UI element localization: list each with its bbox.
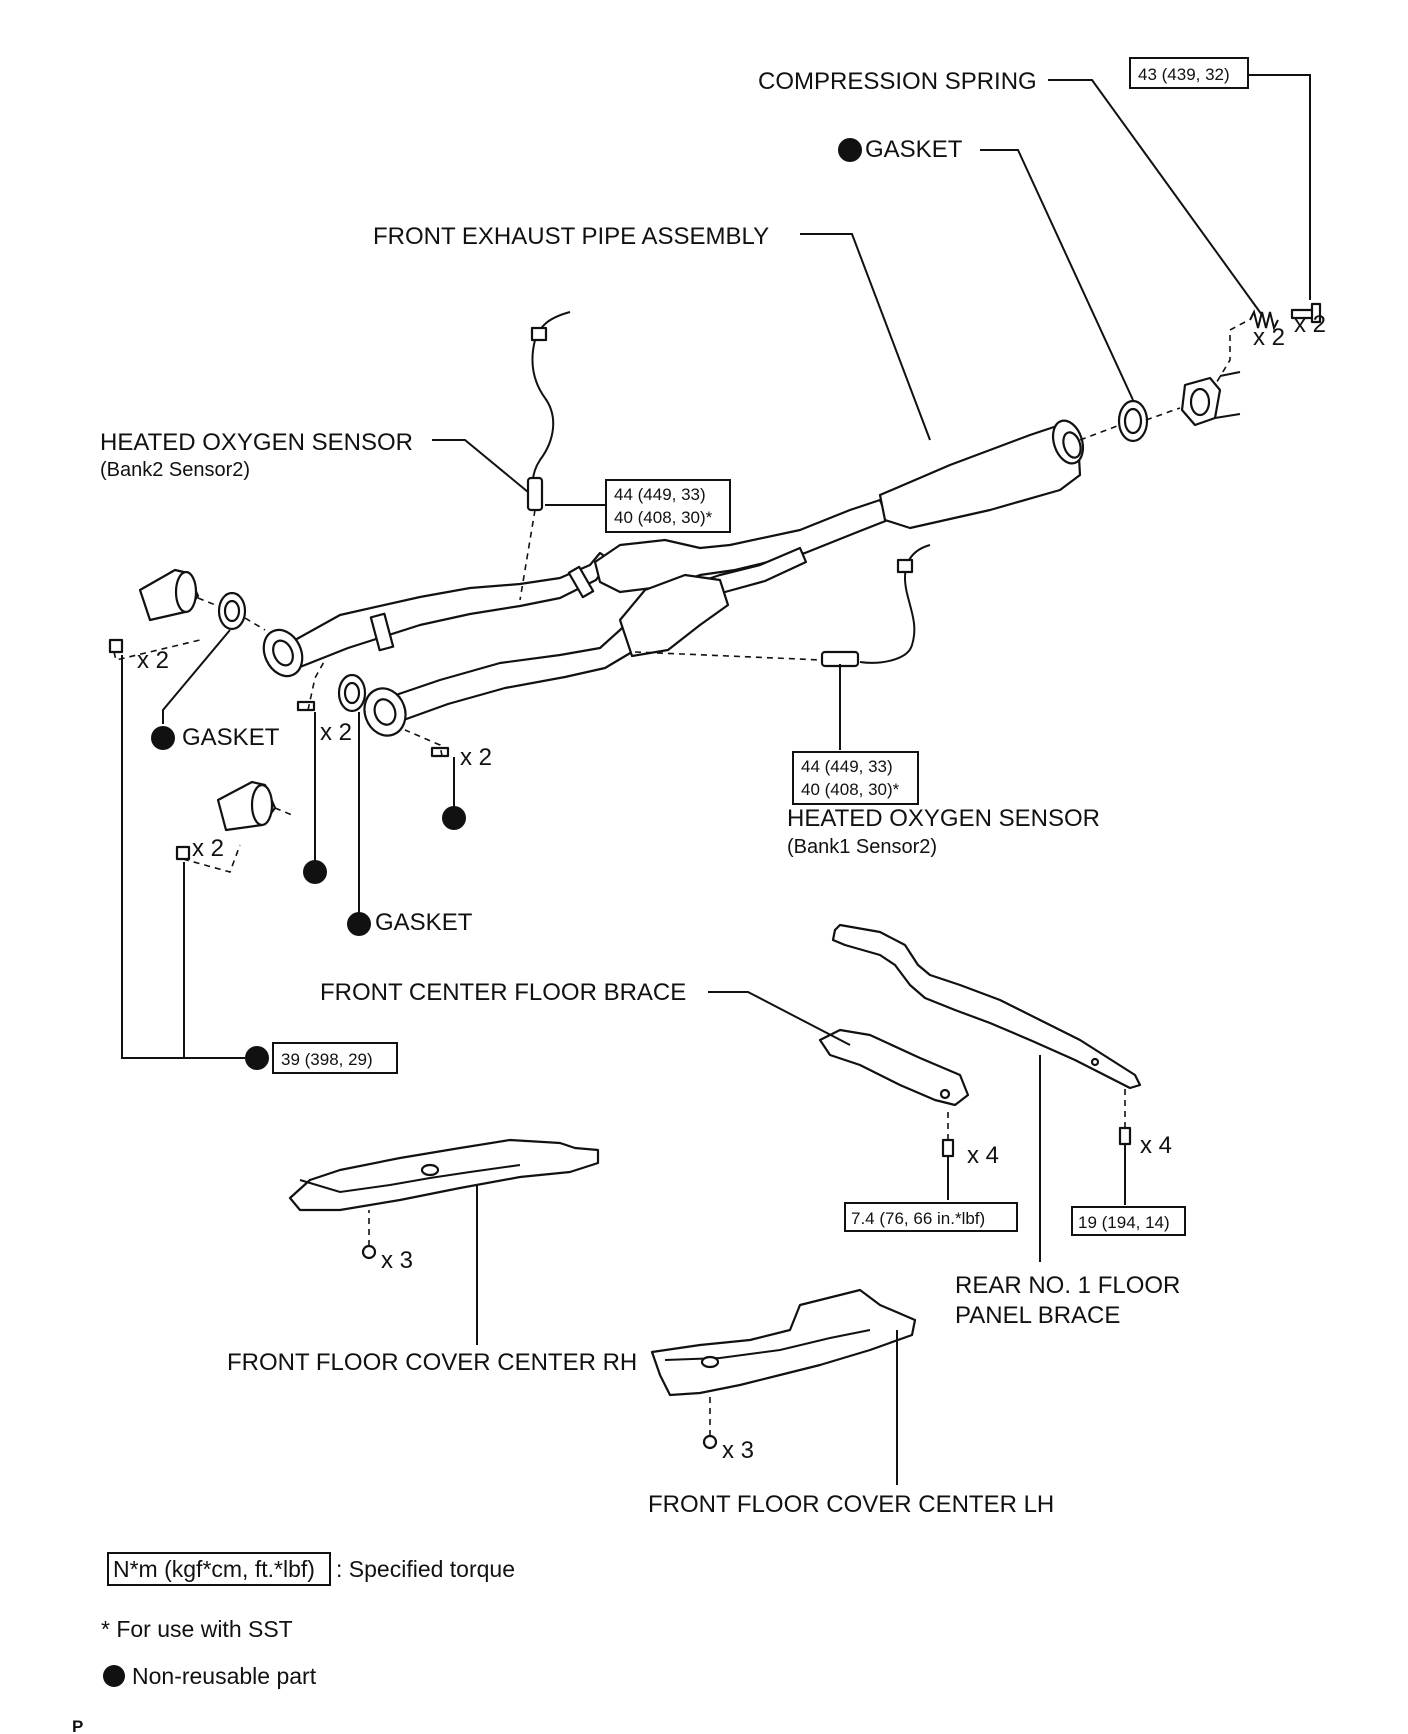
legend-sst-note: * For use with SST bbox=[101, 1616, 293, 1642]
svg-text:7.4 (76, 66 in.*lbf): 7.4 (76, 66 in.*lbf) bbox=[851, 1209, 985, 1228]
legend-torque-units: N*m (kgf*cm, ft.*lbf) bbox=[113, 1556, 315, 1582]
qty-bolt-left: x 2 bbox=[320, 719, 352, 746]
label-heated-oxygen-sensor-bank1: HEATED OXYGEN SENSOR bbox=[787, 805, 1100, 832]
front-center-floor-brace-part bbox=[818, 1028, 970, 1107]
qty-rh-nut: x 3 bbox=[381, 1247, 413, 1274]
svg-text:43 (439, 32): 43 (439, 32) bbox=[1138, 65, 1230, 84]
legend-non-reusable-dot bbox=[103, 1665, 125, 1687]
torque-box-bank1: 44 (449, 33) 40 (408, 30)* bbox=[792, 751, 919, 805]
leader-lines bbox=[121, 74, 1311, 1485]
front-exhaust-pipe-assembly bbox=[262, 419, 1085, 737]
torque-box-nuts: 39 (398, 29) bbox=[272, 1042, 398, 1074]
label-gasket-left: GASKET bbox=[182, 724, 280, 751]
label-compression-spring: COMPRESSION SPRING bbox=[758, 68, 1037, 95]
torque-box-center-brace: 7.4 (76, 66 in.*lbf) bbox=[844, 1202, 1018, 1232]
front-floor-cover-center-rh-part bbox=[288, 1138, 600, 1212]
qty-nut-lower: x 2 bbox=[192, 835, 224, 862]
qty-spring: x 2 bbox=[1253, 324, 1285, 351]
gasket-bottom-part bbox=[337, 673, 367, 713]
qty-nut-upper: x 2 bbox=[137, 647, 169, 674]
assembly-lines bbox=[113, 321, 1246, 1436]
legend-specified-torque: : Specified torque bbox=[336, 1556, 515, 1582]
label-heated-oxygen-sensor-bank2: HEATED OXYGEN SENSOR bbox=[100, 429, 413, 456]
torque-box-rear-brace: 19 (194, 14) bbox=[1071, 1206, 1186, 1236]
torque-box-spring-bolt: 43 (439, 32) bbox=[1129, 57, 1249, 89]
label-rear-no1-floor-line1: REAR NO. 1 FLOOR bbox=[955, 1272, 1180, 1299]
label-gasket-bottom: GASKET bbox=[375, 909, 473, 936]
legend-non-reusable-part: Non-reusable part bbox=[132, 1663, 317, 1689]
qty-lh-nut: x 3 bbox=[722, 1437, 754, 1464]
qty-bolt-mid: x 2 bbox=[460, 744, 492, 771]
svg-text:40 (408, 30)*: 40 (408, 30)* bbox=[801, 780, 900, 799]
svg-text:19 (194, 14): 19 (194, 14) bbox=[1078, 1213, 1170, 1232]
svg-text:39 (398, 29): 39 (398, 29) bbox=[281, 1050, 373, 1069]
svg-text:44 (449, 33): 44 (449, 33) bbox=[801, 757, 893, 776]
label-front-center-floor-brace: FRONT CENTER FLOOR BRACE bbox=[320, 979, 686, 1006]
front-floor-cover-center-lh-part bbox=[650, 1288, 917, 1397]
heated-oxygen-sensor-bank2-part bbox=[526, 311, 571, 512]
corner-mark: P bbox=[72, 1717, 83, 1734]
label-bank2-sensor2: (Bank2 Sensor2) bbox=[100, 459, 250, 481]
left-pipe-stubs bbox=[138, 568, 277, 832]
label-front-floor-cover-center-lh: FRONT FLOOR COVER CENTER LH bbox=[648, 1491, 1054, 1518]
label-gasket-top: GASKET bbox=[865, 136, 963, 163]
qty-rear-brace-bolt: x 4 bbox=[1140, 1132, 1172, 1159]
gasket-left-part bbox=[217, 591, 247, 631]
qty-spring-bolt: x 2 bbox=[1294, 311, 1326, 338]
rear-gasket-part bbox=[1117, 399, 1149, 443]
rear-no1-floor-panel-brace-part bbox=[831, 923, 1142, 1090]
svg-text:44 (449, 33): 44 (449, 33) bbox=[614, 485, 706, 504]
tail-pipe-flange bbox=[1180, 371, 1241, 427]
label-bank1-sensor2: (Bank1 Sensor2) bbox=[787, 836, 937, 858]
label-front-exhaust-pipe-assembly: FRONT EXHAUST PIPE ASSEMBLY bbox=[373, 223, 769, 250]
non-reusable-markers bbox=[151, 138, 862, 1070]
label-front-floor-cover-center-rh: FRONT FLOOR COVER CENTER RH bbox=[227, 1349, 637, 1376]
qty-center-brace-bolt: x 4 bbox=[967, 1142, 999, 1169]
svg-text:40 (408, 30)*: 40 (408, 30)* bbox=[614, 508, 713, 527]
heated-oxygen-sensor-bank1-part bbox=[820, 544, 931, 668]
legend: N*m (kgf*cm, ft.*lbf) : Specified torque… bbox=[101, 1552, 515, 1689]
torque-box-bank2: 44 (449, 33) 40 (408, 30)* bbox=[605, 479, 731, 533]
legend-torque-box bbox=[107, 1552, 331, 1586]
compression-spring-part bbox=[1249, 302, 1322, 331]
label-rear-no1-floor-line2: PANEL BRACE bbox=[955, 1302, 1120, 1329]
